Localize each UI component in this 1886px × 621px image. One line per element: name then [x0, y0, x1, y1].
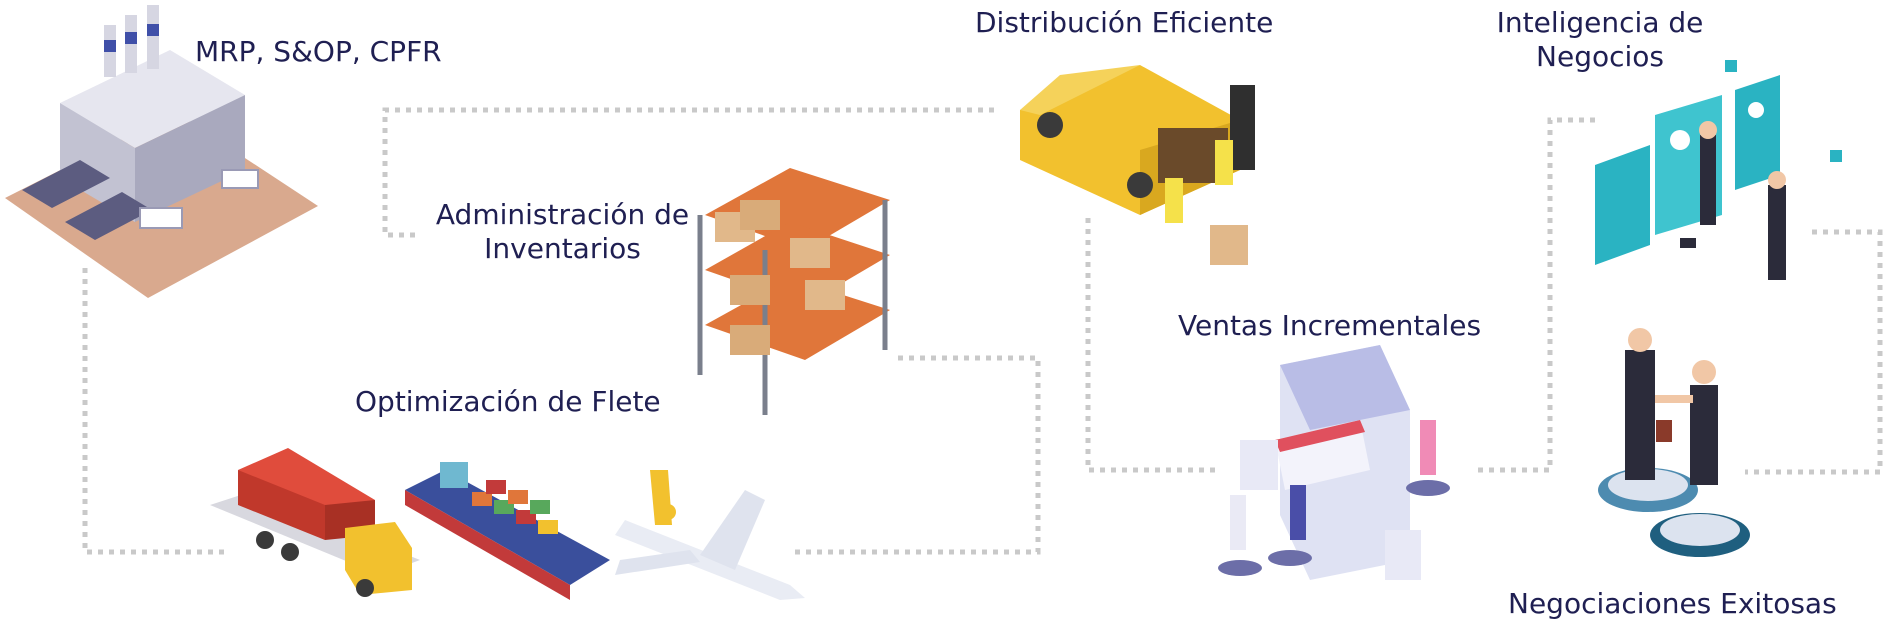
label-inventory-line1: Administración de	[435, 198, 690, 231]
truck-icon	[210, 448, 420, 597]
shelf-icon	[697, 168, 890, 415]
airplane-icon	[615, 470, 805, 600]
connector-freight-to-shelf	[795, 355, 1041, 555]
handshake-icon	[1598, 328, 1750, 557]
label-sales: Ventas Incrementales	[1178, 309, 1482, 342]
delivery-van-icon	[1020, 65, 1255, 265]
label-distribution: Distribución Eficiente	[975, 6, 1274, 39]
label-bi-line1: Inteligencia de	[1496, 6, 1704, 39]
business-dashboard-icon	[1595, 60, 1842, 280]
label-inventory: Administración de Inventarios	[420, 198, 705, 266]
connector-van-to-store	[1085, 218, 1215, 473]
connector-paths	[82, 107, 1883, 555]
connector-factory-to-freight	[82, 268, 225, 555]
label-freight: Optimización de Flete	[355, 385, 661, 418]
cargo-ship-icon	[405, 462, 610, 600]
label-bi: Inteligencia de Negocios	[1470, 6, 1730, 74]
label-planning: MRP, S&OP, CPFR	[195, 35, 442, 68]
label-inventory-line2: Inventarios	[484, 232, 641, 265]
shopping-bag-store-icon	[1218, 345, 1450, 580]
connector-bi-to-handshake	[1745, 229, 1883, 475]
label-negotiation: Negociaciones Exitosas	[1508, 587, 1837, 620]
factory-icon	[5, 5, 318, 298]
label-bi-line2: Negocios	[1536, 40, 1664, 73]
connector-store-to-bi	[1478, 117, 1600, 473]
connector-inventory-to-van	[382, 107, 1000, 238]
